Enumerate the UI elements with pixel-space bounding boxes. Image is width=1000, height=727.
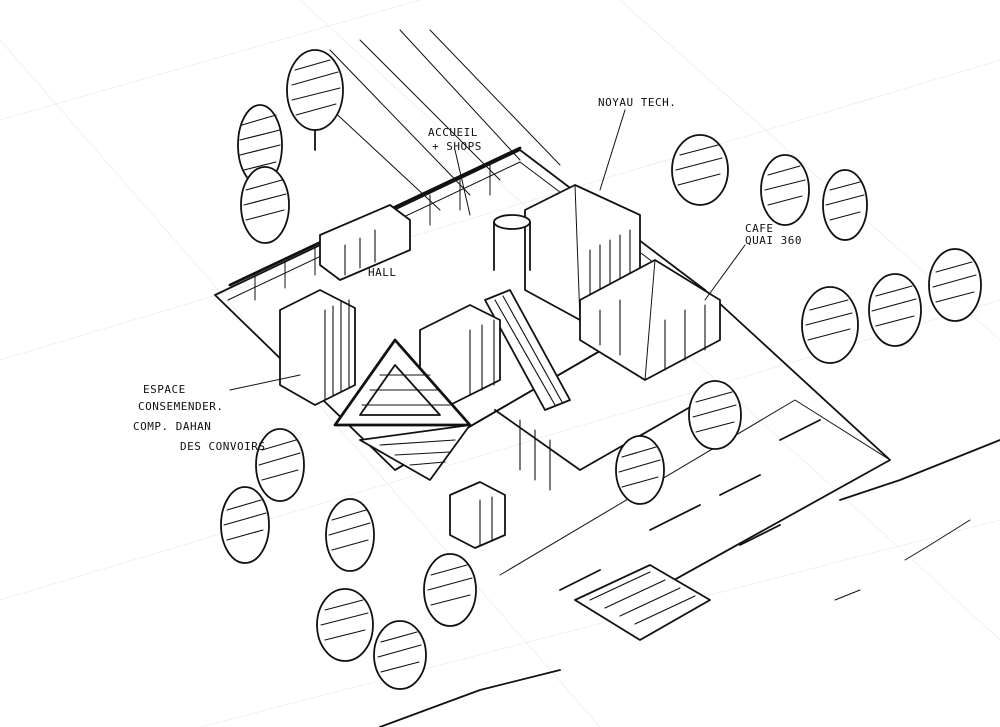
tree	[801, 286, 859, 364]
tree	[615, 435, 665, 505]
tree	[928, 248, 982, 322]
label-hall: HALL	[368, 266, 397, 279]
label-cafe: CAFE	[745, 222, 774, 235]
terrace-details	[379, 419, 1000, 727]
tree	[671, 134, 729, 206]
direction-lines	[299, 29, 561, 211]
label-espace: ESPACE	[143, 383, 186, 396]
leader-lines	[229, 109, 746, 391]
tree	[240, 166, 290, 244]
label-accueil: ACCUEIL	[428, 126, 478, 139]
tree	[822, 169, 868, 241]
tree	[760, 154, 810, 226]
central-buildings	[279, 184, 721, 491]
label-consemender: CONSEMENDER.	[138, 400, 223, 413]
tree	[316, 588, 374, 662]
tree	[868, 273, 922, 347]
tree	[423, 553, 477, 627]
annotations: NOYAU TECH. ACCUEIL + SHOPS CAFE QUAI 36…	[133, 96, 802, 453]
tree	[220, 486, 270, 564]
tree	[688, 380, 742, 450]
tree	[373, 620, 427, 690]
tree	[286, 49, 344, 151]
tree	[255, 428, 305, 502]
triangle-sculpture	[333, 338, 472, 481]
label-comp-dahan: COMP. DAHAN	[133, 420, 211, 433]
label-shops: + SHOPS	[432, 140, 482, 153]
label-noyau-tech: NOYAU TECH.	[598, 96, 676, 109]
label-quai: QUAI 360	[745, 234, 802, 247]
label-convoirs: DES CONVOIRS	[180, 440, 265, 453]
tree	[325, 498, 375, 572]
trees	[220, 49, 982, 690]
